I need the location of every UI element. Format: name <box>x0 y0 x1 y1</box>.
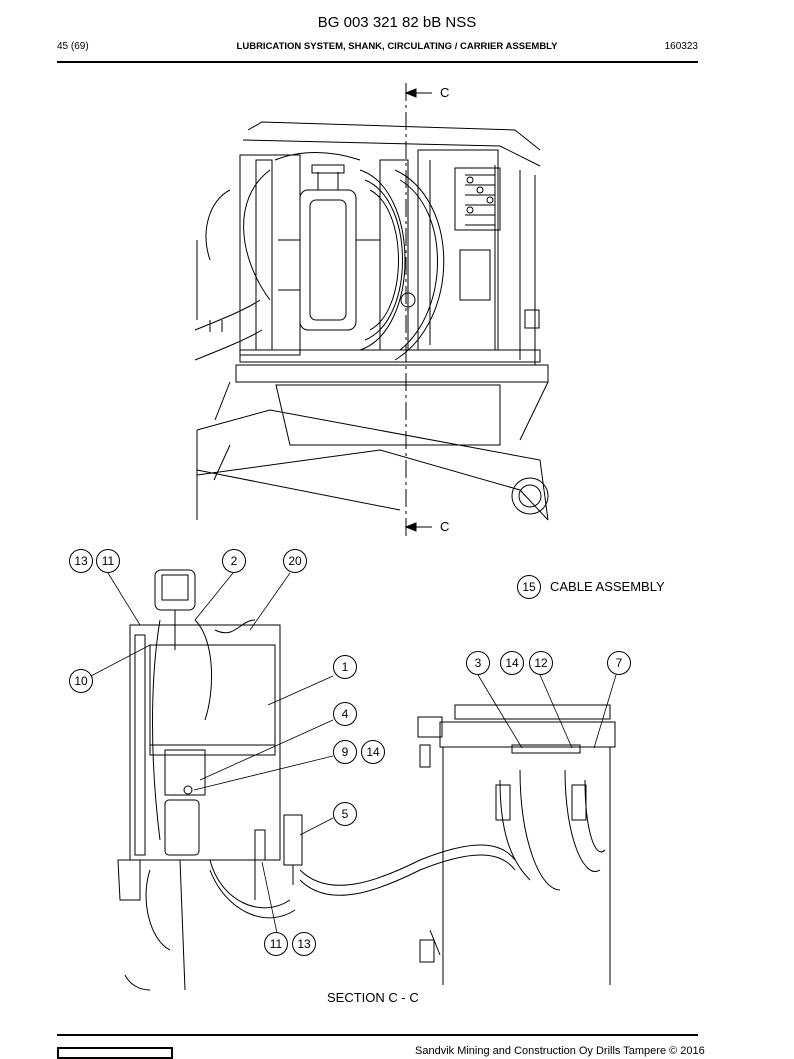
footer-rule <box>57 1034 698 1036</box>
callout-1: 1 <box>333 655 357 679</box>
section-marker-top: C <box>440 85 450 100</box>
carrier-top-view <box>194 83 549 540</box>
callout-4: 4 <box>333 702 357 726</box>
section-c-c-view <box>117 569 616 991</box>
callout-15: 15 <box>517 575 541 599</box>
section-caption: SECTION C - C <box>327 990 419 1005</box>
callout-5: 5 <box>333 802 357 826</box>
callout-2: 2 <box>222 549 246 573</box>
callout-14-b: 14 <box>361 740 385 764</box>
sandvik-logo <box>57 1047 173 1059</box>
callout-9: 9 <box>333 740 357 764</box>
callout-13-b: 13 <box>292 932 316 956</box>
callout-14: 14 <box>500 651 524 675</box>
page-number: 45 (69) <box>57 41 89 52</box>
callout-3: 3 <box>466 651 490 675</box>
footer-copyright: Sandvik Mining and Construction Oy Drill… <box>415 1045 705 1057</box>
leader-lines <box>90 572 617 934</box>
callout-20: 20 <box>283 549 307 573</box>
cable-assembly-label: CABLE ASSEMBLY <box>550 579 665 594</box>
callout-11: 11 <box>96 549 120 573</box>
section-title: LUBRICATION SYSTEM, SHANK, CIRCULATING /… <box>236 41 558 52</box>
callout-12: 12 <box>529 651 553 675</box>
document-number: BG 003 321 82 bB NSS <box>317 14 477 31</box>
callout-10: 10 <box>69 669 93 693</box>
callout-13: 13 <box>69 549 93 573</box>
callout-7: 7 <box>607 651 631 675</box>
document-date: 160323 <box>664 41 698 52</box>
header-rule <box>57 61 698 63</box>
callout-11-b: 11 <box>264 932 288 956</box>
section-marker-bottom: C <box>440 519 450 534</box>
